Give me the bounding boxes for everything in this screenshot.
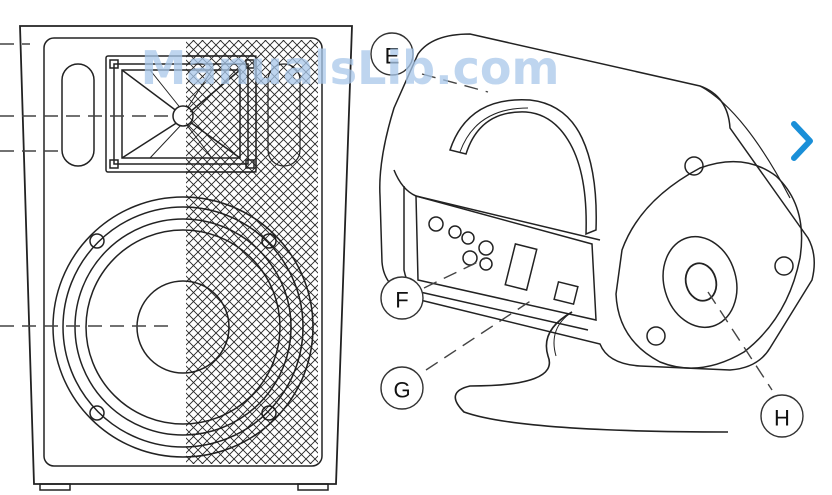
callout-e-label: E [385, 44, 400, 69]
callout-f-label: F [395, 288, 408, 313]
front-leader-lines [0, 43, 176, 327]
port-left [61, 63, 95, 167]
rear-input-panel [415, 195, 597, 321]
speaker-front-view [19, 25, 353, 491]
watermark-text: ManualsLib.com [141, 41, 560, 95]
callout-g-label: G [393, 378, 410, 403]
callout-h-label: H [774, 406, 790, 431]
speaker-rear-view [379, 33, 815, 433]
callout-f: F [380, 276, 424, 320]
callout-g: G [380, 366, 424, 410]
rear-leader-lines [421, 73, 773, 391]
power-cord [454, 311, 729, 433]
pole-mount-socket [662, 235, 738, 329]
callout-h: H [760, 394, 804, 438]
callout-e: E [370, 32, 414, 76]
chevron-right-icon[interactable] [788, 118, 818, 164]
grille-mesh [186, 40, 318, 464]
